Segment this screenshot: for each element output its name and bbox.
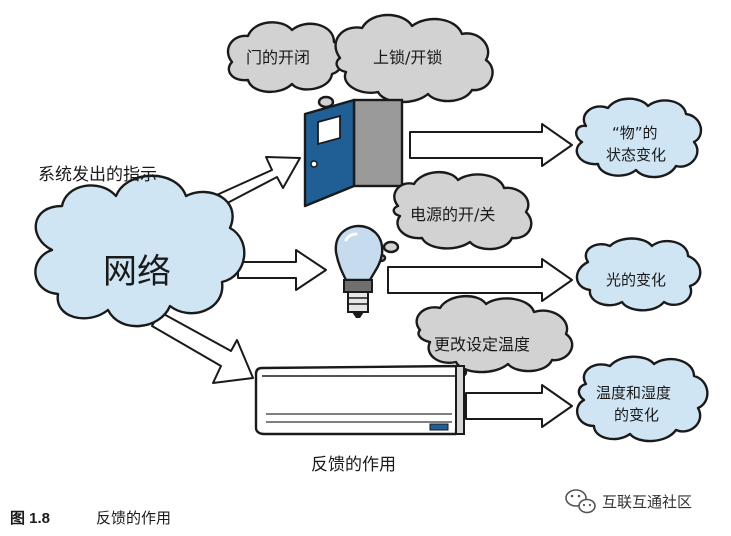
ac-body [254, 364, 460, 436]
bulb-neck [343, 279, 373, 293]
result-cloud-object-state: “物”的 状态变化 [575, 97, 703, 179]
door-window [317, 114, 341, 146]
bulb-thought: 电源的开/关 [392, 171, 533, 251]
air-conditioner-icon [254, 364, 465, 436]
arrow-ac-result [465, 384, 573, 428]
ac-caption: 反馈的作用 [311, 455, 396, 475]
figure-number: 图 1.8 [10, 510, 50, 527]
door-thought-open-close: 门的开闭 [226, 21, 345, 93]
ac-thought-text: 更改设定温度 [434, 335, 530, 354]
figure-title: 反馈的作用 [96, 510, 171, 527]
arrow-to-ac [151, 311, 254, 384]
watermark-text: 互联互通社区 [602, 494, 692, 511]
temp-humidity-line2: 的变化 [614, 406, 659, 424]
instruction-label: 系统发出的指示 [38, 165, 157, 185]
light-change-text: 光的变化 [606, 271, 666, 289]
arrow-to-bulb [237, 249, 327, 291]
light-bulb-icon [334, 224, 384, 318]
temp-humidity-line1: 温度和湿度 [596, 384, 671, 402]
result-cloud-temp-humidity: 温度和湿度 的变化 [575, 355, 709, 443]
door-thought-lock-unlock: 上锁/开锁 [334, 13, 494, 104]
bulb-thought-text: 电源的开/关 [410, 205, 495, 224]
ac-thought: 更改设定温度 [415, 295, 574, 374]
ac-display [429, 423, 449, 431]
open-close-text: 门的开闭 [246, 48, 310, 67]
lock-unlock-text: 上锁/开锁 [373, 48, 442, 67]
arrow-door-result [409, 123, 573, 167]
network-cloud: 网络 [34, 174, 246, 328]
bulb-tip [352, 312, 364, 318]
object-state-line1: “物”的 [612, 124, 658, 142]
bulb-glass [334, 224, 384, 282]
door-icon [303, 98, 404, 208]
door-knob [310, 160, 318, 168]
door-panel [303, 98, 356, 208]
door-frame [352, 98, 404, 188]
network-cloud-label: 网络 [103, 252, 171, 292]
bulb-base [347, 291, 369, 313]
wechat-icon [565, 489, 596, 514]
object-state-line2: 状态变化 [606, 146, 666, 164]
bulb-highlight [344, 232, 358, 242]
result-cloud-light-change: 光的变化 [575, 237, 702, 312]
arrow-bulb-result [387, 258, 573, 302]
ac-side [455, 365, 465, 435]
bulb-thought-dot-1 [382, 240, 400, 254]
